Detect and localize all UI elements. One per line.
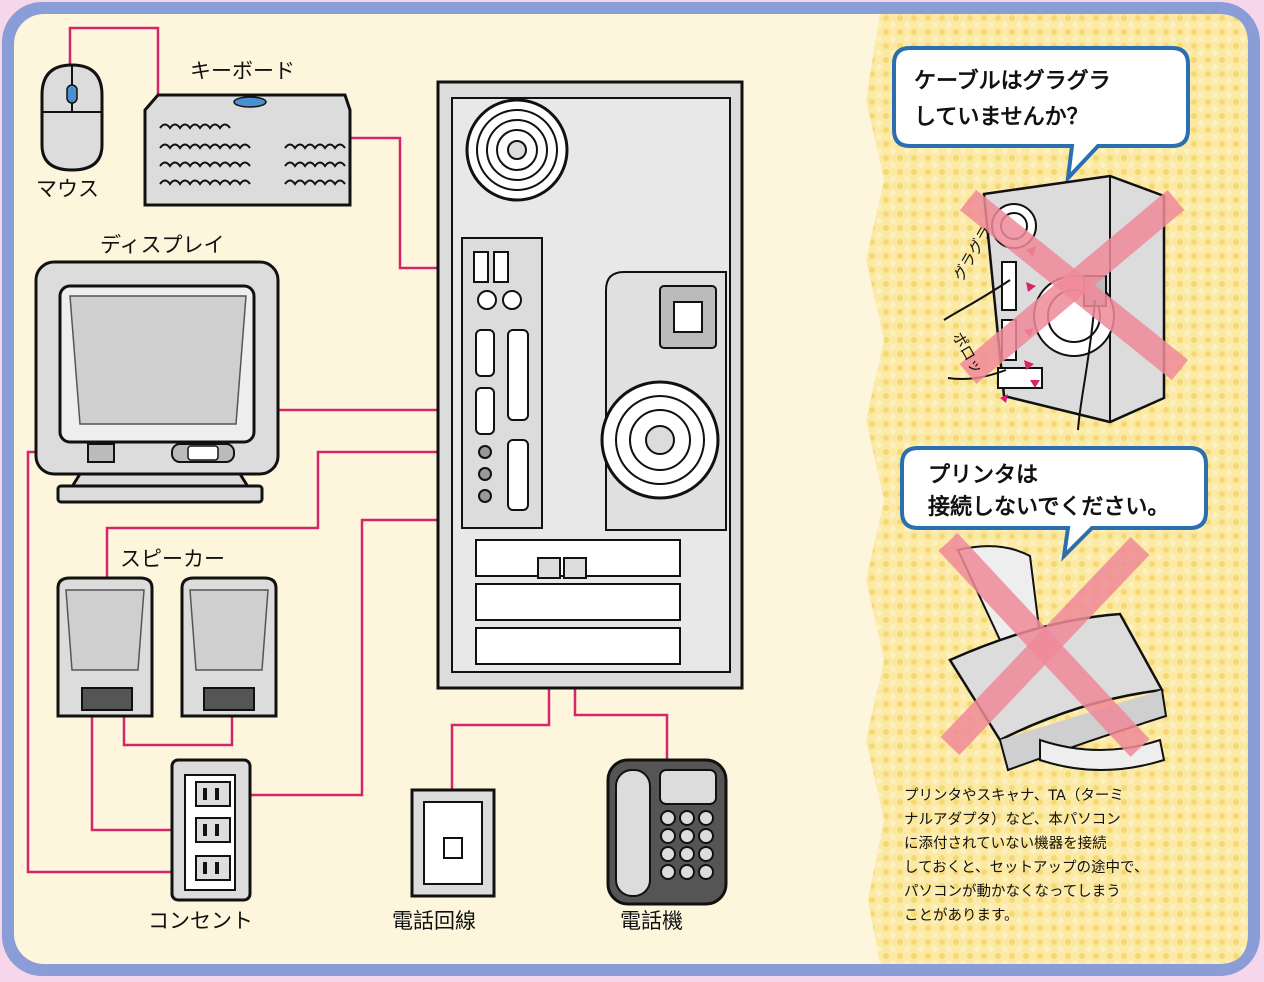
telephone xyxy=(606,758,728,906)
speaker-label: スピーカー xyxy=(120,547,225,571)
speaker-left xyxy=(56,576,154,718)
psu xyxy=(600,271,727,531)
callout-cable-check: ケーブルはグラグラ していませんか？ xyxy=(892,46,1190,184)
vga-port xyxy=(475,387,495,435)
keyboard xyxy=(143,93,352,207)
note-line-4: しておくと、セットアップの途中で、 xyxy=(904,859,1148,876)
mouse xyxy=(40,63,104,172)
modem-jacks xyxy=(537,557,587,579)
phone-wall-jack xyxy=(410,788,496,898)
printer-illustration xyxy=(938,533,1168,772)
keyboard-keys xyxy=(159,123,346,186)
phone-line-label: 電話回線 xyxy=(392,909,476,933)
power-outlet xyxy=(170,758,252,902)
serial-port xyxy=(475,329,495,377)
callout-cable-line1: ケーブルはグラグラ xyxy=(914,68,1111,94)
note-line-1: プリンタやスキャナ、TA（ターミ xyxy=(904,787,1124,804)
callout-printer-line2: 接続しないでください。 xyxy=(928,494,1169,520)
callout-printer-warning: プリンタは 接続しないでください。 xyxy=(900,446,1208,562)
display-vga-port xyxy=(171,443,235,463)
note-text: プリンタやスキャナ、TA（ターミ ナルアダプタ）など、本パソコン に添付されてい… xyxy=(904,787,1148,924)
note-line-6: ことがあります。 xyxy=(904,907,1019,924)
outlet-label: コンセント xyxy=(148,909,253,933)
game-port xyxy=(507,439,529,511)
audio-jacks xyxy=(478,445,492,503)
callout-printer-line1: プリンタは xyxy=(928,463,1038,488)
cable-mouse-keyboard xyxy=(68,26,160,95)
display-label: ディスプレイ xyxy=(100,233,225,257)
pc-top-fan xyxy=(465,98,569,202)
ps2-ports xyxy=(477,290,522,310)
parallel-port xyxy=(507,329,529,421)
speaker-right xyxy=(180,576,278,718)
cable-speaker-link xyxy=(122,705,234,747)
display-power-port xyxy=(87,443,115,463)
cross-mark-pc-b xyxy=(959,190,1185,384)
callout-cable-line2: していませんか？ xyxy=(914,105,1089,130)
telephone-label: 電話機 xyxy=(620,909,683,933)
display-monitor xyxy=(34,260,280,504)
telephone-keypad xyxy=(660,810,714,880)
note-line-5: パソコンが動かなくなってしまう xyxy=(904,883,1121,900)
usb-ports xyxy=(473,251,509,283)
keyboard-label: キーボード xyxy=(190,59,295,83)
pc-tower xyxy=(436,80,744,690)
loose-cable-illustration: グラグラ ポロッ xyxy=(943,174,1189,431)
cross-mark-printer-b xyxy=(940,537,1150,755)
note-line-3: に添付されていない機器を接続 xyxy=(904,835,1107,852)
note-line-2: ナルアダプタ）など、本パソコン xyxy=(904,811,1121,828)
mouse-label: マウス xyxy=(36,177,99,201)
